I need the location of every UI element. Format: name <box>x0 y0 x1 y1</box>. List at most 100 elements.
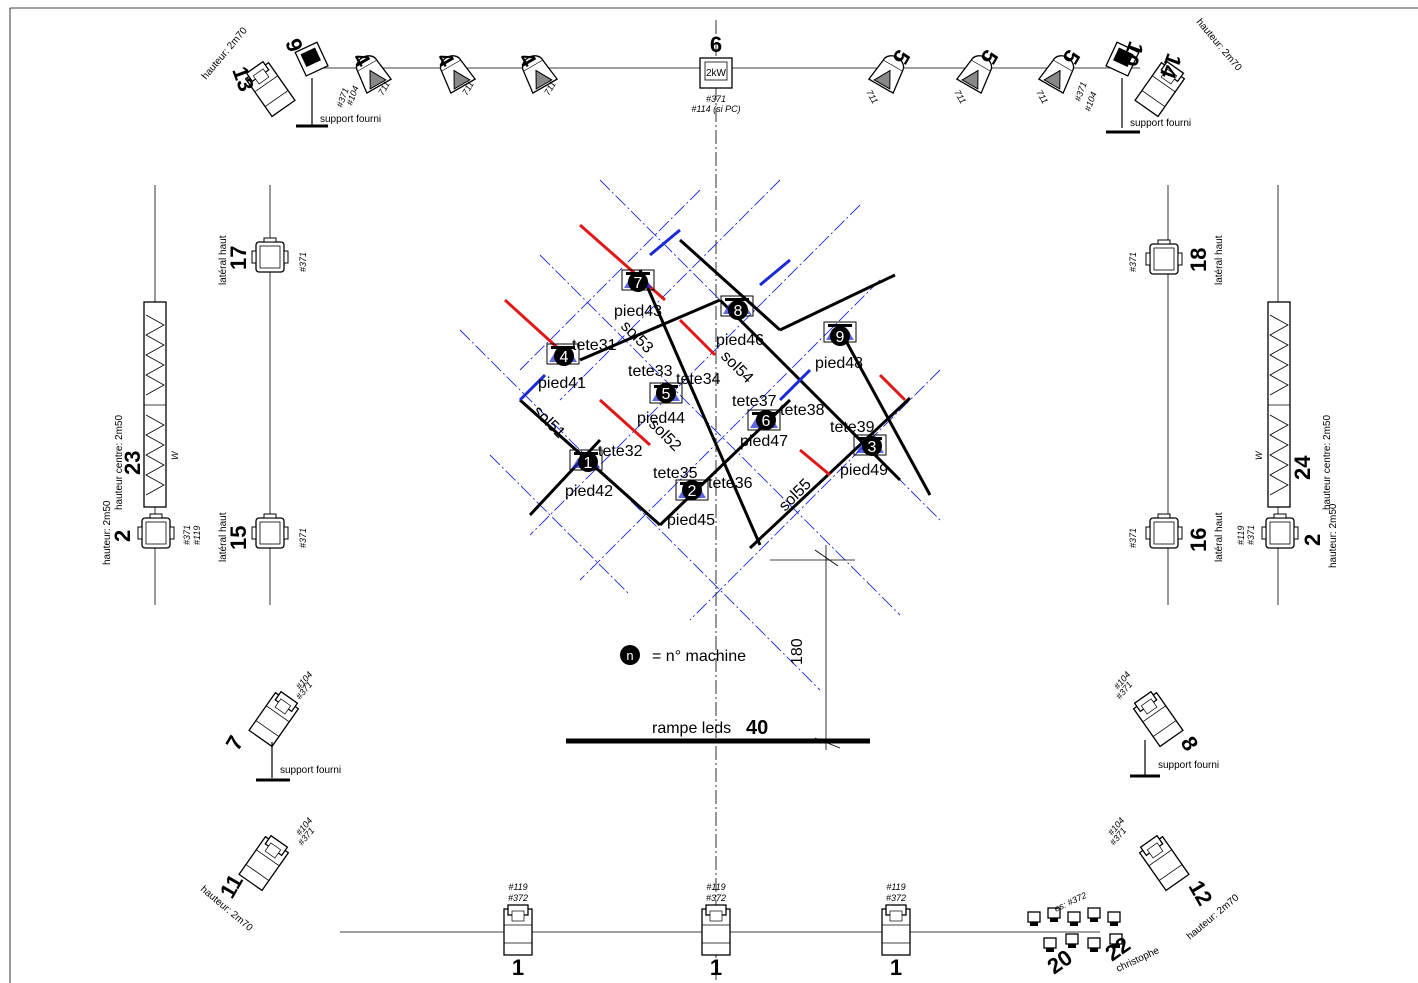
svg-text:latéral haut: latéral haut <box>218 235 229 285</box>
label-pied42: pied42 <box>565 483 613 500</box>
machine-badge-6: 6 <box>756 410 776 430</box>
machine-badge-7: 7 <box>628 272 648 292</box>
svg-text:hauteur centre: 2m50: hauteur centre: 2m50 <box>1322 415 1333 510</box>
label-sol55: sol55 <box>776 476 815 515</box>
svg-text:711: 711 <box>1034 88 1050 105</box>
svg-text:6: 6 <box>710 32 722 57</box>
svg-text:#104: #104 <box>344 84 360 106</box>
svg-text:hauteur: 2m50: hauteur: 2m50 <box>102 500 113 565</box>
label-pied43: pied43 <box>614 303 662 320</box>
fixture-12: 12 hauteur: 2m70 #104 #371 <box>1106 816 1242 943</box>
svg-text:#114 (si PC): #114 (si PC) <box>691 104 740 114</box>
svg-text:hauteur: 2m70: hauteur: 2m70 <box>1194 17 1244 74</box>
svg-text:rampe leds: rampe leds <box>652 720 731 737</box>
svg-text:711: 711 <box>864 88 880 105</box>
fixture-6: 2kW 6 #371 #114 (si PC) <box>691 32 740 114</box>
svg-text:= n° machine: = n° machine <box>652 648 746 665</box>
svg-text:4: 4 <box>560 349 569 366</box>
svg-text:23: 23 <box>120 451 145 475</box>
label-tete39: tete39 <box>830 419 875 436</box>
fixture-13: 13 hauteur: 2m70 <box>200 25 296 118</box>
fixture-11: 11 hauteur: 2m70 #104 #371 <box>198 816 316 935</box>
fixture-24: 24 hauteur centre: 2m50 W <box>1254 301 1333 510</box>
svg-text:2kW: 2kW <box>706 68 727 79</box>
svg-text:1: 1 <box>512 955 524 980</box>
svg-text:#119: #119 <box>1236 526 1246 545</box>
svg-text:180: 180 <box>789 638 806 665</box>
machine-badge-4: 4 <box>554 346 574 366</box>
svg-text:6: 6 <box>762 413 771 430</box>
fixture-1b: #119 #372 1 <box>701 882 731 980</box>
fixture-23: 23 hauteur centre: 2m50 W <box>114 301 180 510</box>
svg-text:hauteur: 2m50: hauteur: 2m50 <box>1328 503 1339 568</box>
fixture-14: 14 hauteur: 2m70 <box>1134 17 1244 118</box>
svg-text:support fourni: support fourni <box>1130 118 1191 129</box>
label-pied44: pied44 <box>637 410 685 427</box>
fixture-1c: #119 #372 1 <box>881 882 911 980</box>
svg-text:W: W <box>170 450 180 460</box>
label-tete33: tete33 <box>628 363 673 380</box>
svg-text:#119: #119 <box>886 882 905 892</box>
machine-badge-5: 5 <box>656 383 676 403</box>
svg-text:#371: #371 <box>298 252 308 272</box>
svg-text:W: W <box>1254 450 1264 460</box>
fixture-group-20-22: 20 22 christophe es: #372 <box>1027 890 1161 979</box>
label-tete31: tete31 <box>572 337 617 354</box>
svg-text:#119: #119 <box>508 882 527 892</box>
label-tete34: tete34 <box>676 371 721 388</box>
led-ramp: rampe leds 40 <box>566 717 870 744</box>
machine-badge-2: 2 <box>682 480 702 500</box>
svg-text:#371: #371 <box>298 528 308 548</box>
svg-text:support fourni: support fourni <box>1158 760 1219 771</box>
svg-text:#372: #372 <box>886 893 906 903</box>
svg-text:#371: #371 <box>1128 528 1138 548</box>
svg-text:7: 7 <box>634 275 643 292</box>
label-pied45: pied45 <box>667 512 715 529</box>
svg-text:latéral haut: latéral haut <box>1214 512 1225 562</box>
fixture-15: 15 latéral haut #371 <box>218 512 308 562</box>
fixture-1a: #119 #372 1 <box>503 882 533 980</box>
svg-text:#371: #371 <box>706 94 726 104</box>
label-pied47: pied47 <box>740 433 788 450</box>
svg-text:12: 12 <box>1184 876 1218 910</box>
fixture-2-right: 2 hauteur: 2m50 #119 #371 <box>1236 503 1339 568</box>
svg-text:24: 24 <box>1290 455 1315 480</box>
svg-text:#372: #372 <box>706 893 726 903</box>
svg-text:40: 40 <box>746 717 768 739</box>
svg-text:n: n <box>626 648 633 663</box>
label-tete32: tete32 <box>598 443 643 460</box>
svg-text:15: 15 <box>226 526 251 550</box>
label-tete37: tete37 <box>732 393 777 410</box>
svg-text:7: 7 <box>221 731 249 754</box>
legend: n = n° machine <box>620 645 746 665</box>
fixture-16: 16 latéral haut #371 <box>1128 512 1225 562</box>
label-pied48: pied48 <box>815 355 863 372</box>
fixture-9: 9 support fourni #371 #104 <box>280 35 381 128</box>
svg-text:2: 2 <box>688 483 697 500</box>
label-pied49: pied49 <box>840 462 888 479</box>
svg-text:support fourni: support fourni <box>320 114 381 125</box>
svg-text:#372: #372 <box>508 893 528 903</box>
machine-badge-9: 9 <box>830 326 850 346</box>
fixture-17: 17 latéral haut #371 <box>218 235 308 285</box>
svg-text:5: 5 <box>662 386 671 403</box>
svg-text:3: 3 <box>868 439 877 456</box>
svg-text:8: 8 <box>734 303 743 320</box>
svg-text:latéral haut: latéral haut <box>1214 235 1225 285</box>
svg-text:#119: #119 <box>192 526 202 545</box>
truss-black <box>519 238 932 550</box>
svg-text:es: #372: es: #372 <box>1053 890 1089 914</box>
machine-badge-3: 3 <box>862 436 882 456</box>
svg-text:1: 1 <box>584 455 593 472</box>
truss-blue <box>518 228 812 402</box>
fixture-18: 18 latéral haut #371 <box>1128 235 1225 285</box>
label-tete38: tete38 <box>780 402 825 419</box>
svg-text:8: 8 <box>1176 732 1204 755</box>
svg-text:711: 711 <box>952 88 968 105</box>
svg-text:9: 9 <box>836 329 845 346</box>
svg-text:1: 1 <box>890 955 902 980</box>
fixture-8: 8 support fourni #104 #371 <box>1112 670 1219 778</box>
svg-text:2: 2 <box>110 530 135 542</box>
